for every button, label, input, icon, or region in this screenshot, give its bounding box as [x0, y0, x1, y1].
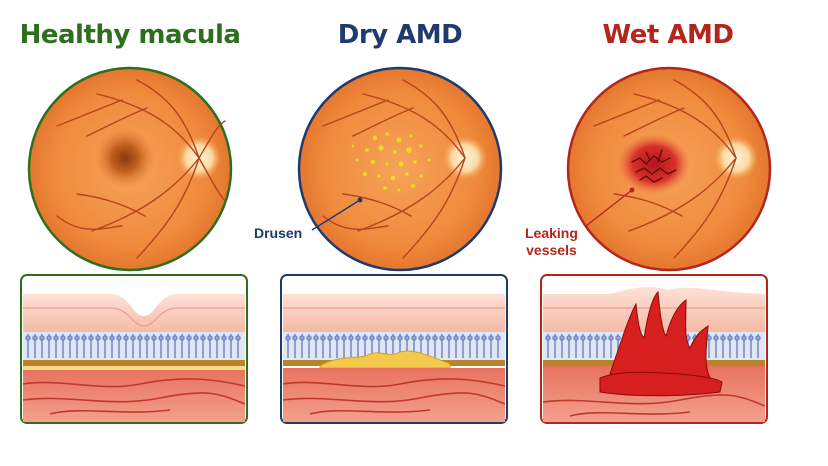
dry-amd-fundus-image: [297, 66, 503, 272]
choroid-layer: [23, 370, 245, 422]
neovascular-vessels: [599, 290, 723, 397]
hemorrhage-area: [618, 134, 690, 194]
leaking-vessels-line-2: vessels: [526, 242, 577, 258]
healthy-fundus-image: [27, 66, 233, 272]
fovea: [95, 128, 155, 188]
healthy-retina-cross-section: [20, 274, 248, 424]
drusen-deposit-layer: [319, 350, 451, 369]
dry-amd-title: Dry AMD: [337, 20, 463, 50]
wet-amd-retina-cross-section: [540, 274, 768, 424]
drusen-deposits: [351, 131, 432, 193]
leaking-vessels-callout-label: Leaking vessels: [525, 225, 578, 259]
leaking-vessels-line-1: Leaking: [525, 225, 578, 241]
dry-amd-retina-cross-section: [280, 274, 508, 424]
drusen-callout-label: Drusen: [254, 225, 303, 241]
rpe-layer: [23, 360, 245, 366]
wet-amd-fundus-image: [566, 66, 772, 272]
wet-amd-title: Wet AMD: [602, 20, 734, 50]
healthy-macula-title: Healthy macula: [19, 20, 241, 50]
